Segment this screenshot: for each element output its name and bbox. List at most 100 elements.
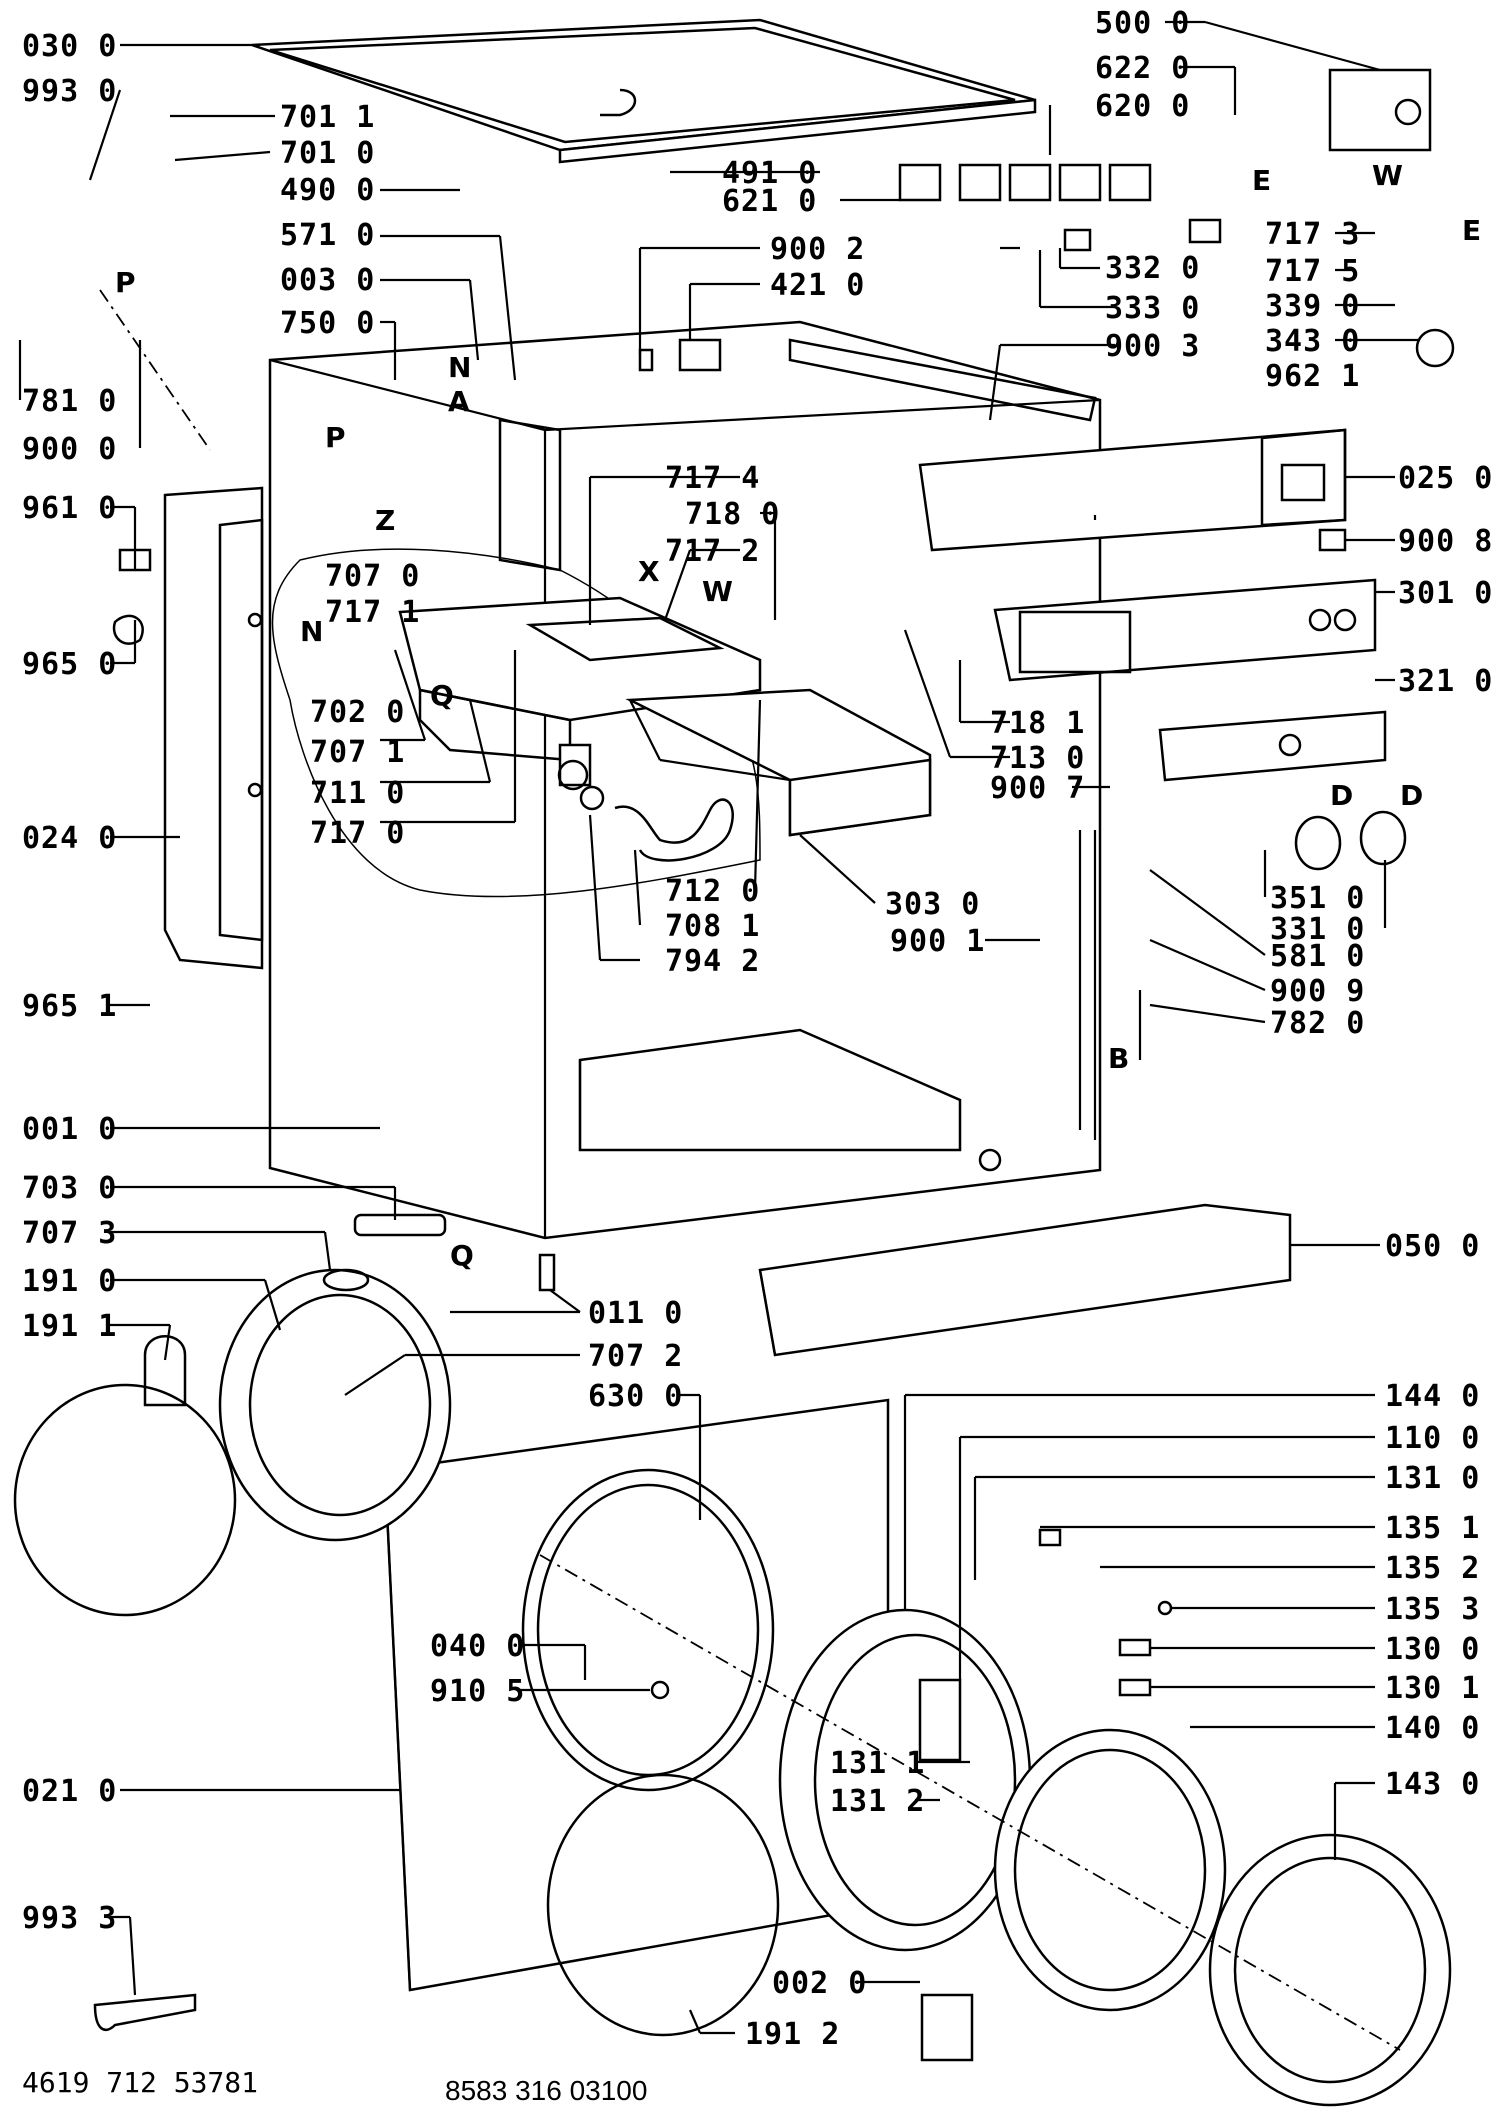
callout-135-2: 135 2 (1385, 1551, 1480, 1586)
plinth-panel (758, 1203, 1292, 1357)
hose-group-outline (271, 548, 761, 898)
callout-900-7: 900 7 (990, 771, 1085, 806)
callout-331-0: 331 0 (1270, 912, 1365, 947)
callout-910-5: 910 5 (430, 1674, 525, 1709)
door-gasket (546, 1773, 780, 2037)
ref-letter-b: B (1108, 1042, 1129, 1075)
ref-letter-d: D (1400, 779, 1423, 812)
callout-717-4: 717 4 (665, 461, 760, 496)
callout-718-0: 718 0 (685, 497, 780, 532)
ref-letter-z: Z (375, 504, 395, 537)
callout-303-0: 303 0 (885, 887, 980, 922)
callout-900-1: 900 1 (890, 924, 985, 959)
callout-140-0: 140 0 (1385, 1711, 1480, 1746)
callout-321-0: 321 0 (1398, 664, 1493, 699)
leader-lines (18, 20, 1420, 2035)
callout-708-1: 708 1 (665, 909, 760, 944)
callout-701-0: 701 0 (280, 136, 375, 171)
callout-339-0: 339 0 (1265, 289, 1360, 324)
callout-130-0: 130 0 (1385, 1632, 1480, 1667)
ref-letter-p: P (325, 421, 346, 454)
callout-301-0: 301 0 (1398, 576, 1493, 611)
ref-letter-x: X (638, 555, 660, 588)
callout-050-0: 050 0 (1385, 1229, 1480, 1264)
ref-letter-w: W (702, 575, 733, 608)
callout-191-1: 191 1 (22, 1309, 117, 1344)
callout-500-0: 500 0 (1095, 6, 1190, 41)
callout-965-0: 965 0 (22, 647, 117, 682)
callout-581-0: 581 0 (1270, 939, 1365, 974)
callout-002-0: 002 0 (772, 1966, 867, 2001)
program-panel (1158, 710, 1387, 782)
callout-131-2: 131 2 (830, 1784, 925, 1819)
callout-900-8: 900 8 (1398, 524, 1493, 559)
small-parts (93, 88, 1455, 2062)
callout-003-0: 003 0 (280, 263, 375, 298)
callout-110-0: 110 0 (1385, 1421, 1480, 1456)
callout-962-1: 962 1 (1265, 359, 1360, 394)
callout-630-0: 630 0 (588, 1379, 683, 1414)
inlet-hose (557, 759, 734, 862)
callout-622-0: 622 0 (1095, 51, 1190, 86)
callout-717-2: 717 2 (665, 534, 760, 569)
callout-717-3: 717 3 (1265, 217, 1360, 252)
callout-794-2: 794 2 (665, 944, 760, 979)
door-outer-ring (1208, 1833, 1452, 2107)
ref-letter-w: W (1372, 159, 1403, 192)
callout-040-0: 040 0 (430, 1629, 525, 1664)
top-cover (251, 18, 1037, 164)
callout-131-0: 131 0 (1385, 1461, 1480, 1496)
callout-025-0: 025 0 (1398, 461, 1493, 496)
callout-961-0: 961 0 (22, 491, 117, 526)
cabinet-body (268, 320, 1102, 1240)
callout-750-0: 750 0 (280, 306, 375, 341)
callout-703-0: 703 0 (22, 1171, 117, 1206)
callout-707-2: 707 2 (588, 1339, 683, 1374)
callout-351-0: 351 0 (1270, 881, 1365, 916)
callout-718-1: 718 1 (990, 706, 1085, 741)
door-frame (778, 1608, 1032, 1952)
callout-030-0: 030 0 (22, 29, 117, 64)
callout-191-0: 191 0 (22, 1264, 117, 1299)
callout-717-5: 717 5 (1265, 254, 1360, 289)
callout-131-1: 131 1 (830, 1746, 925, 1781)
callout-707-0: 707 0 (325, 559, 420, 594)
callout-024-0: 024 0 (22, 821, 117, 856)
callout-135-1: 135 1 (1385, 1511, 1480, 1546)
ref-letter-e: E (1252, 164, 1271, 197)
footer-code-left: 4619 712 53781 (22, 2066, 258, 2099)
callout-191-2: 191 2 (745, 2017, 840, 2052)
callout-900-9: 900 9 (1270, 974, 1365, 1009)
callout-701-1: 701 1 (280, 100, 375, 135)
ref-letter-n: N (448, 351, 471, 384)
door-seal (13, 1383, 237, 1617)
door-glass (993, 1728, 1227, 2012)
callout-332-0: 332 0 (1105, 251, 1200, 286)
callout-135-3: 135 3 (1385, 1592, 1480, 1627)
callout-712-0: 712 0 (665, 874, 760, 909)
callout-130-1: 130 1 (1385, 1671, 1480, 1706)
control-panel-back (918, 428, 1347, 552)
timer-module (1328, 68, 1432, 152)
callout-421-0: 421 0 (770, 268, 865, 303)
fascia-panel (993, 578, 1377, 682)
callout-333-0: 333 0 (1105, 291, 1200, 326)
ref-letter-d: D (1330, 779, 1353, 812)
ref-letter-a: A (448, 385, 470, 418)
callout-717-0: 717 0 (310, 816, 405, 851)
ref-letter-e: E (1462, 214, 1481, 247)
ref-letter-n: N (300, 615, 323, 648)
callout-620-0: 620 0 (1095, 89, 1190, 124)
callout-490-0: 490 0 (280, 173, 375, 208)
callout-965-1: 965 1 (22, 989, 117, 1024)
ref-letter-q: Q (430, 679, 454, 712)
callout-491-0: 491 0 (722, 156, 817, 191)
dispenser-housing (398, 596, 762, 787)
callout-702-0: 702 0 (310, 695, 405, 730)
footer-code-right: 8583 316 03100 (445, 2075, 647, 2106)
callout-001-0: 001 0 (22, 1112, 117, 1147)
callout-021-0: 021 0 (22, 1774, 117, 1809)
callout-011-0: 011 0 (588, 1296, 683, 1331)
ref-letter-p: P (115, 266, 136, 299)
